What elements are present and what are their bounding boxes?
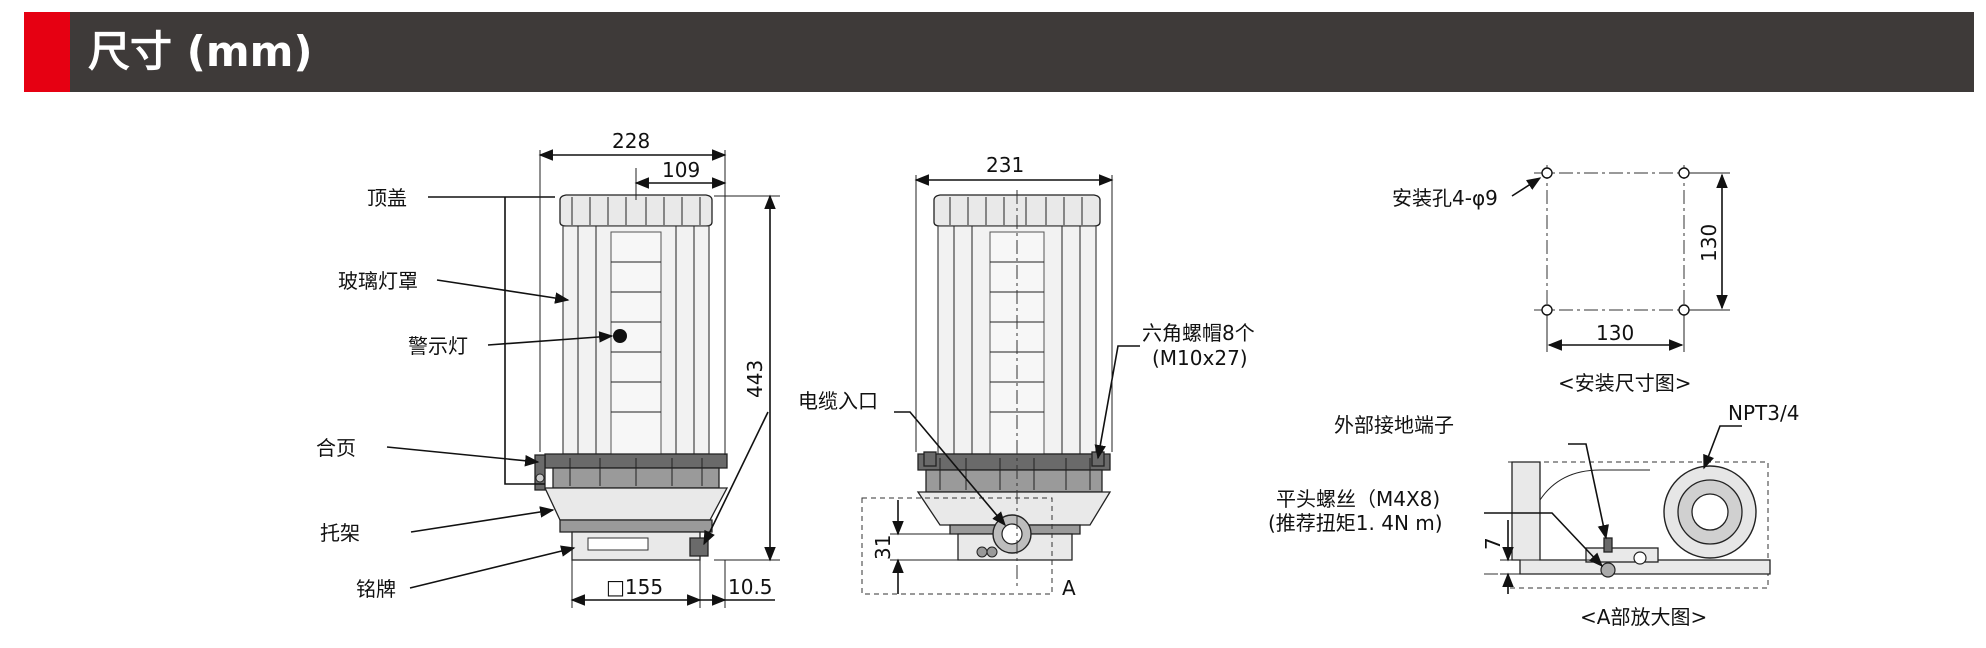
dim-mount-horizontal: 130	[1596, 321, 1634, 345]
section-header: 尺寸 (mm)	[24, 12, 1974, 92]
mount-hole-bl	[1541, 304, 1553, 316]
front-view: 顶盖 玻璃灯罩 警示灯 合页 托架 铭牌 228 109 443 □155 10…	[316, 129, 780, 608]
screw-head-shape	[1600, 562, 1616, 578]
bracket-shape	[543, 487, 729, 521]
dim-mount-vertical: 130	[1697, 224, 1721, 262]
label-screw: 平头螺丝（M4X8)	[1276, 487, 1440, 511]
label-warning-light: 警示灯	[408, 334, 468, 358]
label-hex-nut: 六角螺帽8个	[1142, 321, 1255, 345]
mount-hole-br	[1678, 304, 1690, 316]
label-nameplate: 铭牌	[356, 577, 396, 601]
label-hex-nut-spec: (M10x27)	[1152, 346, 1248, 370]
caption-mounting: <安装尺寸图>	[1558, 371, 1692, 395]
dim-31: 31	[871, 535, 895, 560]
dim-228: 228	[612, 129, 650, 153]
section-title: 尺寸 (mm)	[88, 27, 313, 76]
mounting-diagram: 安装孔4-φ9 130 130 <安装尺寸图>	[1392, 165, 1730, 395]
detail-a-box	[861, 497, 1053, 595]
dim-443: 443	[743, 360, 767, 398]
ground-terminal-shape	[1603, 537, 1613, 553]
side-view: 电缆入口 六角螺帽8个 (M10x27) A 231 31	[798, 153, 1255, 600]
label-npt: NPT3/4	[1728, 401, 1799, 425]
detail-a-view: 外部接地端子 平头螺丝（M4X8) (推荐扭矩1. 4N m) NPT3/4 7…	[1268, 401, 1799, 629]
dim-detail-7: 7	[1481, 537, 1505, 550]
dim-155: □155	[606, 575, 663, 599]
label-mount-hole: 安装孔4-φ9	[1392, 186, 1498, 210]
label-detail-a: A	[1062, 576, 1076, 600]
mount-hole-tl	[1541, 167, 1553, 179]
label-hinge: 合页	[316, 436, 356, 460]
label-cable-inlet: 电缆入口	[798, 389, 878, 413]
dim-109: 109	[662, 158, 700, 182]
mount-hole-tr	[1678, 167, 1690, 179]
label-glass-cover: 玻璃灯罩	[338, 269, 418, 293]
label-top-cover: 顶盖	[367, 186, 407, 210]
caption-detail-a: <A部放大图>	[1580, 605, 1707, 629]
dim-231: 231	[986, 153, 1024, 177]
label-bracket: 托架	[320, 521, 360, 545]
warning-light-dot	[613, 329, 627, 343]
header-accent-bar	[24, 12, 70, 92]
label-ground-terminal: 外部接地端子	[1334, 413, 1454, 437]
label-torque: (推荐扭矩1. 4N m)	[1268, 511, 1443, 535]
dim-10-5: 10.5	[728, 575, 773, 599]
